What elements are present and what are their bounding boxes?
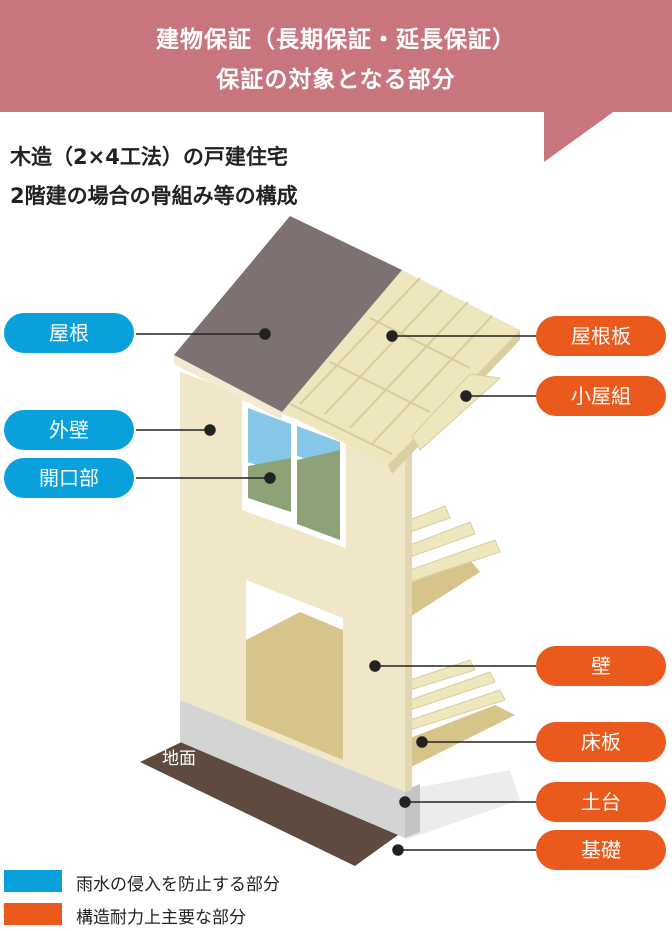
roof-frame (282, 270, 520, 465)
opening-floor (246, 612, 343, 760)
ground-label: 地面 (162, 749, 196, 769)
floor-2f (405, 560, 480, 620)
roof-rafters (289, 277, 493, 455)
legend-text-blue: 雨水の侵入を防止する部分 (76, 875, 280, 895)
floor-1f (405, 705, 515, 770)
header-banner: 建物保証（長期保証・延長保証） 保証の対象となる部分 (0, 0, 672, 112)
label-roof-truss: 小屋組 (536, 376, 666, 416)
base-shadow (405, 770, 520, 840)
label-roof: 屋根 (4, 313, 134, 353)
legend-text-orange: 構造耐力上主要な部分 (76, 908, 246, 928)
label-floor-board: 床板 (536, 722, 666, 762)
window-right-green (297, 450, 340, 540)
label-roof-board: 屋根板 (536, 316, 666, 356)
foundation-side (405, 784, 420, 838)
window-left-green (248, 458, 291, 512)
foundation-front (180, 700, 405, 838)
legend-swatch-orange (4, 903, 62, 925)
roof-eave (174, 355, 282, 420)
subtitle-line2: 2階建の場合の骨組み等の構成 (10, 184, 298, 208)
roof-truss (411, 373, 502, 451)
window-left-sky (248, 408, 291, 476)
label-exterior-wall: 外壁 (4, 410, 134, 450)
header-title-line1: 建物保証（長期保証・延長保証） (156, 27, 516, 53)
wall-front (180, 372, 405, 792)
label-foundation: 基礎 (536, 830, 666, 870)
ground-plane (140, 738, 405, 866)
joists-2f (409, 505, 501, 583)
label-sill: 土台 (536, 782, 666, 822)
header-tail (544, 110, 616, 162)
legend-swatch-blue (4, 870, 62, 892)
wall-side-edge (405, 448, 412, 792)
subtitle-line1: 木造（2×4工法）の戸建住宅 (10, 145, 288, 169)
roof-surface (174, 216, 402, 412)
label-wall: 壁 (536, 646, 666, 686)
label-opening: 開口部 (4, 458, 134, 498)
header-title-line2: 保証の対象となる部分 (216, 67, 456, 93)
